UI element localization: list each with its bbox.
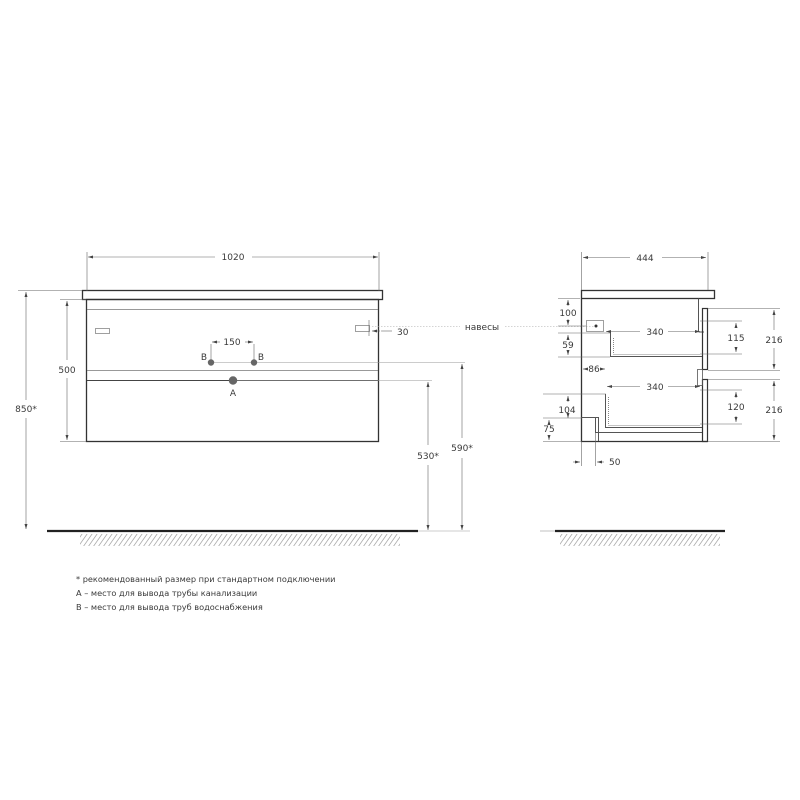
side-depth-label: 444 bbox=[636, 254, 653, 264]
plinth-height-label: 75 bbox=[543, 425, 554, 435]
water-outlet-right-label: B bbox=[258, 353, 264, 363]
hinge-offset-label: 30 bbox=[397, 328, 409, 338]
hinge-bracket-right bbox=[355, 325, 370, 332]
total-height-label: 850* bbox=[15, 405, 37, 415]
note-drain: A – место для вывода трубы канализации bbox=[76, 588, 258, 598]
drawer-front-lower bbox=[701, 378, 709, 443]
drawer1-inner-label: 115 bbox=[727, 334, 744, 344]
drawer-front-upper bbox=[701, 307, 709, 371]
plinth-depth-label: 50 bbox=[609, 458, 621, 468]
side-dimensions bbox=[543, 252, 780, 466]
cabinet-height-label: 500 bbox=[58, 366, 75, 376]
front-cabinet-body bbox=[85, 298, 380, 443]
hinge-bracket-left bbox=[95, 328, 110, 334]
front-view bbox=[81, 289, 384, 443]
mounting-bracket bbox=[586, 320, 604, 332]
front-width-label: 1020 bbox=[222, 253, 245, 263]
floor-side bbox=[540, 529, 725, 546]
bottom-offset-label: 104 bbox=[558, 406, 575, 416]
drawer2-depth-label: 340 bbox=[646, 383, 663, 393]
water-outlet-right-marker bbox=[250, 359, 258, 366]
drawer1-front-label: 216 bbox=[765, 336, 782, 346]
drain-label: A bbox=[230, 389, 237, 399]
note-recommended: * рекомендованный размер при стандартном… bbox=[76, 574, 336, 584]
front-countertop bbox=[81, 289, 384, 301]
drawer-offset-label: 86 bbox=[588, 365, 600, 375]
hinges-label: навесы bbox=[465, 323, 499, 333]
water-height-label: 590* bbox=[451, 444, 473, 454]
drain-marker bbox=[228, 376, 238, 385]
drawer2-inner-label: 120 bbox=[727, 403, 744, 413]
water-outlet-left-marker bbox=[207, 359, 215, 366]
side-view bbox=[580, 289, 716, 443]
water-outlet-left-label: B bbox=[201, 353, 207, 363]
floor-front bbox=[47, 529, 470, 546]
drawer1-depth-label: 340 bbox=[646, 328, 663, 338]
drain-height-label: 530* bbox=[417, 452, 439, 462]
side-countertop bbox=[580, 289, 716, 300]
note-water: B – место для вывода труб водоснабжения bbox=[76, 602, 263, 612]
top-offset-label: 100 bbox=[559, 309, 576, 319]
front-dimensions bbox=[18, 252, 598, 530]
drawer2-front-label: 216 bbox=[765, 406, 782, 416]
mount-height-label: 59 bbox=[562, 341, 574, 351]
pipe-spacing-label: 150 bbox=[223, 338, 240, 348]
